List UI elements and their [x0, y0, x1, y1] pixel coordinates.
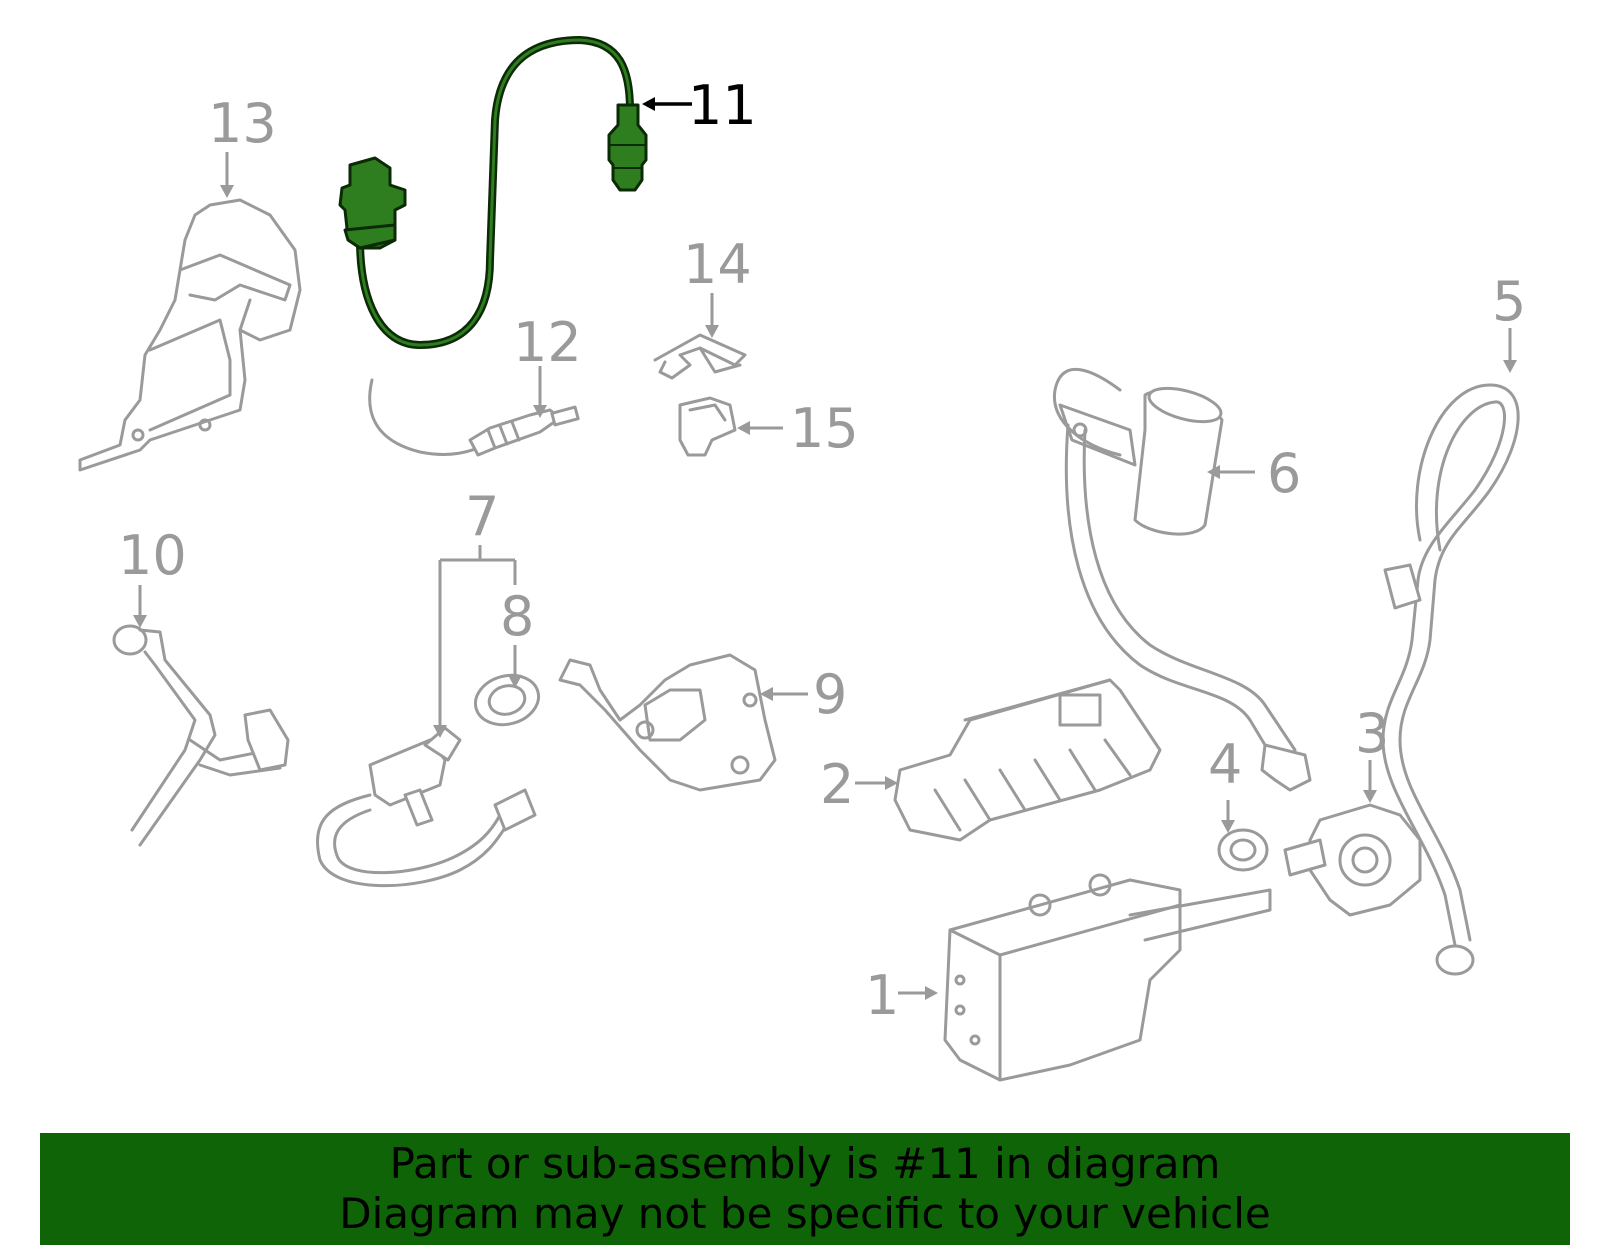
callout-labels: 13 11 12 14 15 6 5 10 7 8 9 2 4 3 1: [118, 74, 1526, 1027]
part-6-vent-hose[interactable]: [1052, 367, 1312, 792]
info-banner: Part or sub-assembly is #11 in diagram D…: [40, 1133, 1570, 1245]
part-9-bracket[interactable]: [558, 653, 777, 792]
part-10-hose[interactable]: [112, 624, 290, 847]
part-2-shield[interactable]: [893, 678, 1162, 842]
callout-12: 12: [513, 311, 582, 374]
part-5-hose[interactable]: [1381, 383, 1520, 976]
part-15-bracket[interactable]: [678, 396, 737, 457]
part-12-sensor[interactable]: [368, 378, 580, 457]
callout-4: 4: [1208, 733, 1242, 796]
banner-line-2: Diagram may not be specific to your vehi…: [339, 1189, 1271, 1238]
callout-11: 11: [688, 74, 757, 137]
part-14-clip[interactable]: [653, 333, 747, 380]
callout-9: 9: [813, 663, 847, 726]
part-7-purge-valve[interactable]: [315, 726, 537, 888]
callout-15: 15: [790, 397, 859, 460]
part-8-grommet[interactable]: [470, 669, 544, 732]
part-11-oxygen-sensor[interactable]: [338, 35, 648, 350]
callout-3: 3: [1355, 702, 1389, 765]
part-13-heat-shield[interactable]: [78, 198, 302, 472]
callout-5: 5: [1492, 270, 1526, 333]
leader-arrows: [133, 97, 1517, 1000]
callout-2: 2: [820, 753, 854, 816]
part-3-pump[interactable]: [1283, 803, 1422, 917]
callout-10: 10: [118, 524, 187, 587]
callout-8: 8: [500, 585, 534, 648]
callout-14: 14: [683, 233, 752, 296]
part-4-grommet[interactable]: [1217, 828, 1269, 872]
part-1-canister[interactable]: [943, 873, 1272, 1082]
callout-6: 6: [1267, 442, 1301, 505]
callout-13: 13: [208, 92, 277, 155]
callout-1: 1: [865, 964, 899, 1027]
banner-line-1: Part or sub-assembly is #11 in diagram: [389, 1139, 1221, 1188]
callout-7: 7: [465, 485, 499, 548]
